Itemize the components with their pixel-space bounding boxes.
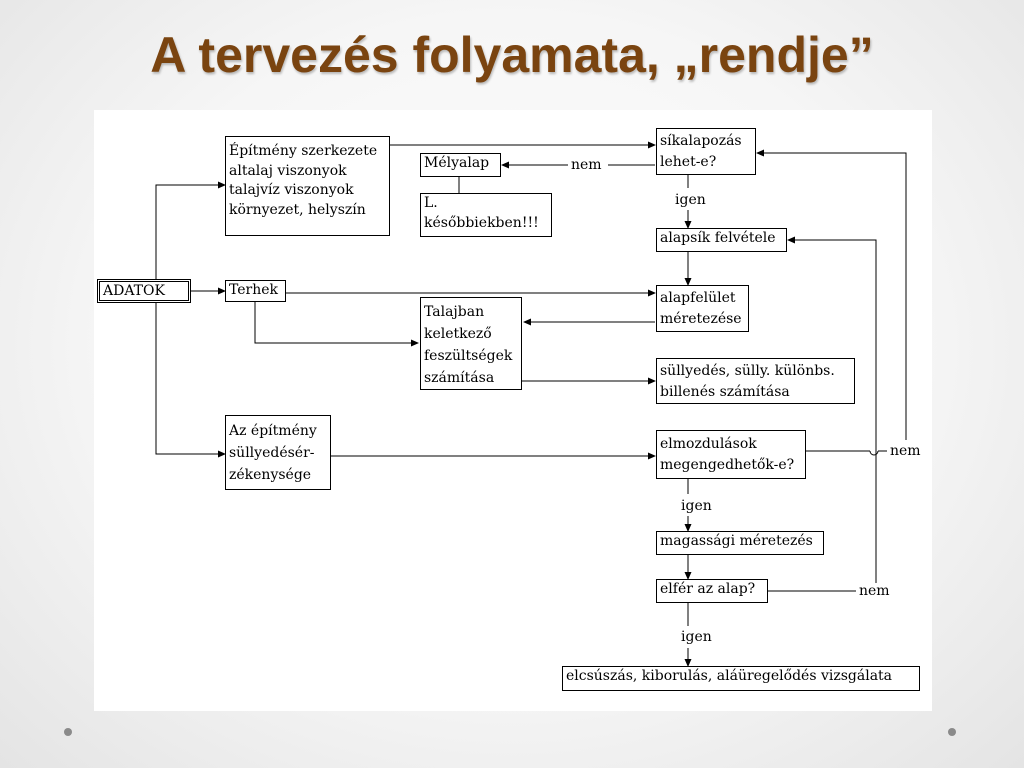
node-epitmeny-szerkezete: Építmény szerkezete altalaj viszonyok ta… (225, 136, 390, 236)
node-line: Talajban (424, 304, 485, 320)
node-line: süllyedésér- (229, 445, 315, 461)
node-line: elmozdulások (660, 436, 757, 452)
node-line: billenés számítása (660, 384, 790, 400)
node-alapfelulet: alapfelület méretezése (656, 285, 749, 332)
node-line: alapfelület (660, 290, 736, 306)
edge-adatok-epitmeny (155, 181, 226, 280)
edge-label-igen-elmozdulasok: igen (679, 498, 714, 514)
node-line: Az építmény (229, 423, 317, 439)
node-line: megengedhetők-e? (660, 457, 795, 473)
edge-adatok-erzekenyseg (155, 302, 226, 458)
node-label: elcsúszás, kiborulás, aláüregelődés vizs… (566, 668, 893, 684)
node-melyalap: Mélyalap (420, 153, 501, 177)
node-elfer-az-alap: elfér az alap? (656, 579, 768, 603)
flowchart-panel: ADATOK Építmény szerkezete altalaj viszo… (94, 110, 932, 711)
node-sullyedes: süllyedés, sülly. különbs. billenés szám… (656, 358, 855, 404)
edge-label-nem-melyalap: nem (569, 157, 604, 173)
node-line: számítása (424, 370, 495, 386)
node-magassagi-meretezes: magassági méretezés (656, 531, 824, 555)
node-line: talajvíz viszonyok (229, 182, 354, 198)
node-elcsuszas: elcsúszás, kiborulás, aláüregelődés vizs… (562, 666, 920, 691)
node-line: süllyedés, sülly. különbs. (660, 363, 835, 379)
node-terhek: Terhek (225, 280, 286, 302)
node-label: Mélyalap (424, 155, 490, 171)
node-label: alapsík felvétele (660, 230, 776, 246)
slide-title: A tervezés folyamata, „rendje” (150, 27, 874, 83)
node-line: lehet-e? (660, 154, 717, 170)
node-line: keletkező (424, 326, 492, 342)
node-alapsik-felvetele: alapsík felvétele (656, 228, 787, 252)
edge-label-nem-elfer: nem (857, 583, 892, 599)
node-line: méretezése (660, 311, 742, 327)
node-line: környezet, helyszín (229, 201, 366, 218)
node-label: elfér az alap? (660, 581, 756, 597)
edge-label-igen-sikalapozas: igen (673, 192, 708, 208)
node-line: későbbiekben!!! (424, 214, 539, 231)
node-line: L. (424, 195, 438, 211)
node-line: zékenysége (229, 467, 312, 483)
node-adatok: ADATOK (97, 279, 191, 303)
slide-nav-dot-right (948, 728, 956, 736)
edge-terhek-talajban (254, 302, 419, 347)
node-line: feszültségek (424, 348, 513, 364)
node-elmozdulasok: elmozdulások megengedhetők-e? (656, 430, 806, 479)
node-line: altalaj viszonyok (229, 162, 347, 179)
node-erzekenyseg: Az építmény süllyedésér- zékenysége (225, 415, 331, 490)
node-line: síkalapozás (660, 133, 742, 149)
slide-nav-dot-left (64, 728, 72, 736)
node-label: ADATOK (103, 283, 165, 299)
edge-label-igen-elfer: igen (679, 629, 714, 645)
node-sikalapozas: síkalapozás lehet-e? (656, 128, 756, 175)
node-line: Építmény szerkezete (229, 143, 378, 159)
node-label: Terhek (229, 282, 279, 298)
edge-label-nem-elmozdulasok: nem (888, 443, 923, 459)
node-label: magassági méretezés (660, 533, 813, 549)
node-kesobbiekben: L. későbbiekben!!! (420, 193, 552, 237)
node-talajban: Talajban keletkező feszültségek számítás… (420, 297, 522, 390)
